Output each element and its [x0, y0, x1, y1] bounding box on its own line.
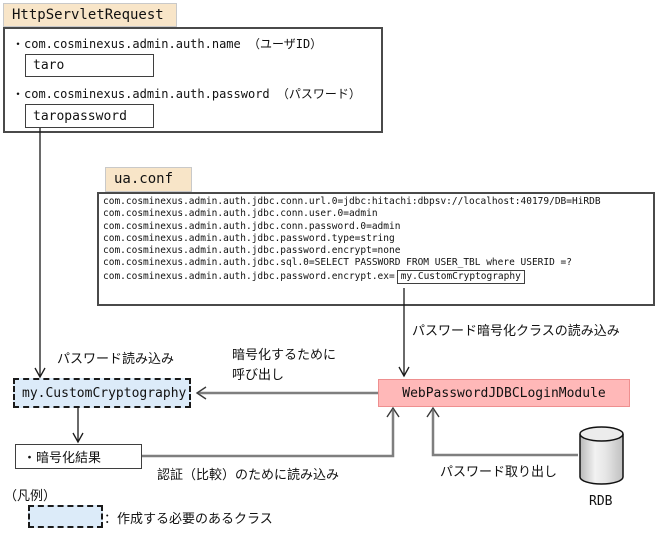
user-id-value-box: taro: [25, 54, 154, 77]
arrow-result-to-module: [142, 410, 395, 458]
legend-dashed-class-swatch: [28, 505, 103, 528]
config-line-conn-user: com.cosminexus.admin.auth.jdbc.conn.user…: [103, 208, 378, 220]
config-line-sql: com.cosminexus.admin.auth.jdbc.sql.0=SEL…: [103, 257, 572, 269]
http-servlet-request-tab: HttpServletRequest: [3, 3, 177, 27]
config-encrypt-ex-prefix: com.cosminexus.admin.auth.jdbc.password.…: [103, 270, 395, 282]
config-line-password-encrypt: com.cosminexus.admin.auth.jdbc.password.…: [103, 245, 401, 257]
password-fetch-label: パスワード取り出し: [440, 465, 558, 480]
legend-text: ：作成する必要のあるクラス: [104, 512, 273, 527]
config-line-password-type: com.cosminexus.admin.auth.jdbc.password.…: [103, 232, 395, 244]
web-password-jdbc-login-module-node: WebPasswordJDBCLoginModule: [378, 379, 630, 407]
ua-conf-tab: ua.conf: [105, 167, 192, 192]
rdb-label: RDB: [589, 494, 613, 509]
password-read-label: パスワード読み込み: [57, 352, 175, 367]
config-line-conn-url: com.cosminexus.admin.auth.jdbc.conn.url.…: [103, 196, 601, 207]
class-load-label: パスワード暗号化クラスの読み込み: [412, 324, 620, 339]
encrypt-call-label-line1: 暗号化するために: [232, 348, 337, 363]
password-value-box: taropassword: [25, 104, 154, 128]
arrow-rdb-to-module: [431, 410, 578, 457]
config-line-encrypt-ex: com.cosminexus.admin.auth.jdbc.password.…: [103, 269, 601, 285]
ua-conf-content: com.cosminexus.admin.auth.jdbc.conn.url.…: [103, 196, 601, 285]
auth-read-label: 認証（比較）のために読み込み: [157, 468, 340, 483]
encrypt-call-label-line2: 呼び出し: [232, 368, 285, 383]
config-encrypt-ex-class-highlight: my.CustomCryptography: [396, 269, 525, 285]
auth-password-property-label: ・com.cosminexus.admin.auth.password （パスワ…: [12, 87, 361, 101]
legend-title: （凡例）: [4, 489, 57, 504]
ua-conf-box: [97, 192, 655, 306]
custom-cryptography-node: my.CustomCryptography: [13, 378, 191, 408]
config-line-conn-password: com.cosminexus.admin.auth.jdbc.conn.pass…: [103, 220, 401, 232]
encrypt-result-box: ・暗号化結果: [15, 444, 142, 469]
auth-name-property-label: ・com.cosminexus.admin.auth.name （ユーザID）: [12, 37, 323, 51]
